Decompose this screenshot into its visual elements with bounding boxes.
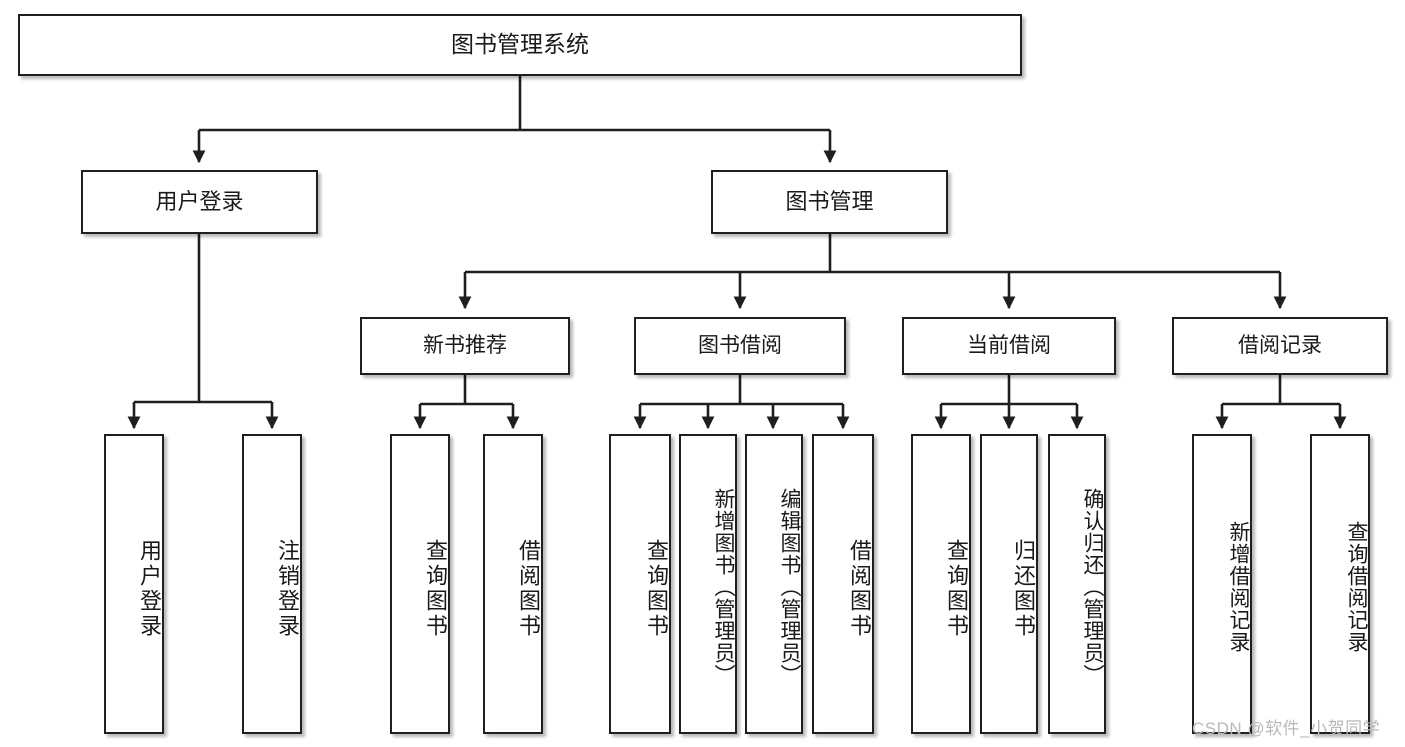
leaf-new-book-query-book[interactable]: 查询图书 [390, 434, 450, 734]
node-current-borrow[interactable]: 当前借阅 [902, 317, 1116, 375]
leaf-current-borrow-return-book[interactable]: 归还图书 [980, 434, 1038, 734]
csdn-watermark: CSDN @软件_小贺同学 [1192, 719, 1381, 738]
leaf-book-borrow-borrow-book[interactable]: 借阅图书 [812, 434, 874, 734]
node-root-book-management-system[interactable]: 图书管理系统 [18, 14, 1022, 76]
leaf-user-login-login[interactable]: 用户登录 [104, 434, 164, 734]
leaf-new-book-borrow-book[interactable]: 借阅图书 [483, 434, 543, 734]
leaf-current-borrow-query-book[interactable]: 查询图书 [911, 434, 971, 734]
leaf-book-borrow-add-book-admin[interactable]: 新增图书（管理员） [679, 434, 737, 734]
node-book-borrow[interactable]: 图书借阅 [634, 317, 846, 375]
leaf-current-borrow-confirm-return-admin[interactable]: 确认归还（管理员） [1048, 434, 1106, 734]
leaf-book-borrow-query-book[interactable]: 查询图书 [609, 434, 671, 734]
node-book-management[interactable]: 图书管理 [711, 170, 948, 234]
node-new-book-recommend[interactable]: 新书推荐 [360, 317, 570, 375]
node-borrow-record[interactable]: 借阅记录 [1172, 317, 1388, 375]
leaf-borrow-record-query-record[interactable]: 查询借阅记录 [1310, 434, 1370, 734]
leaf-borrow-record-add-record[interactable]: 新增借阅记录 [1192, 434, 1252, 734]
leaf-user-login-logout[interactable]: 注销登录 [242, 434, 302, 734]
leaf-book-borrow-edit-book-admin[interactable]: 编辑图书（管理员） [745, 434, 803, 734]
node-user-login[interactable]: 用户登录 [81, 170, 318, 234]
